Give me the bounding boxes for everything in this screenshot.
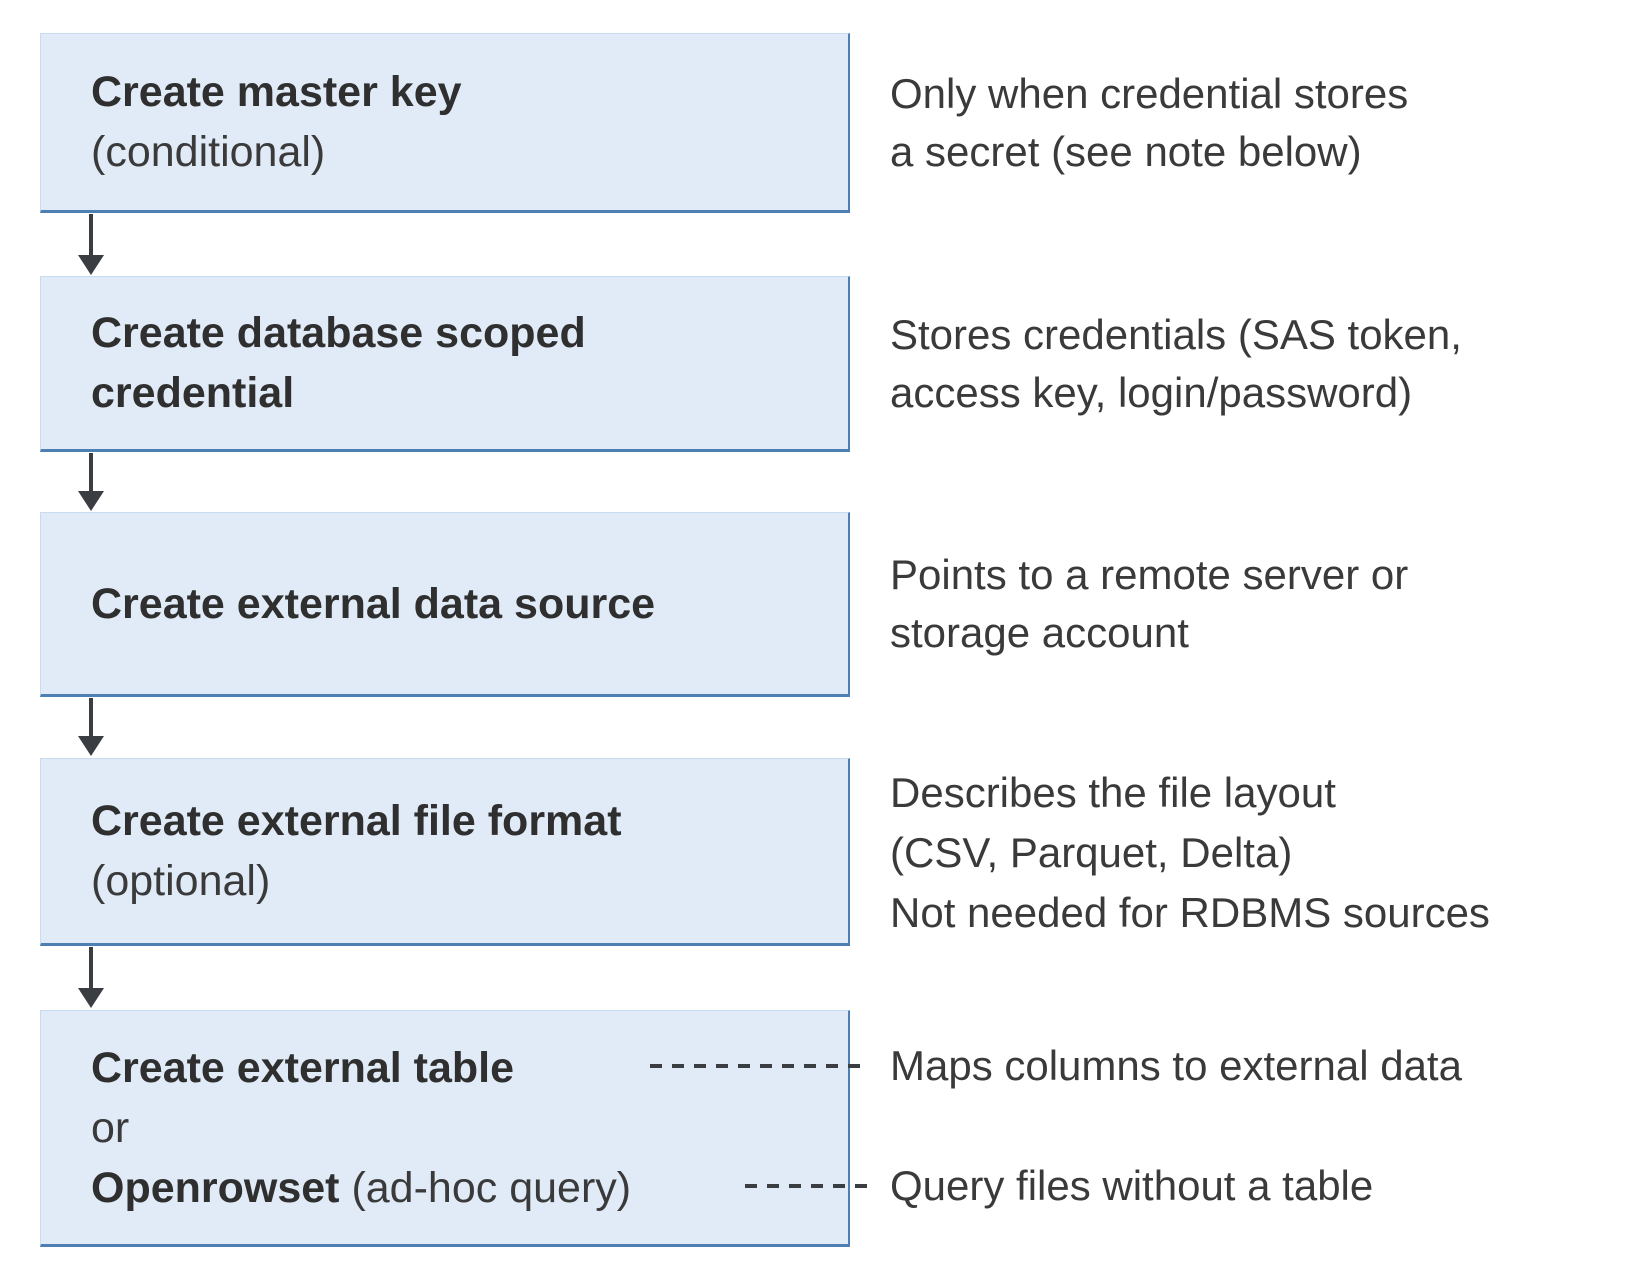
step-title: Create database scoped credential (91, 309, 586, 417)
step-title: Create external data source (91, 579, 656, 628)
dashed-connector-openrowset (745, 1184, 870, 1188)
step-title: Create master key (91, 68, 462, 116)
arrow-shaft (89, 947, 93, 988)
dashed-connector-external-table (650, 1064, 870, 1068)
alt-step-title: Openrowset (91, 1163, 340, 1212)
note-line: a secret (see note below) (890, 128, 1362, 175)
step-title: Create external file format (91, 797, 622, 845)
note-external-table: Maps columns to external data (890, 1037, 1462, 1095)
arrow-shaft (89, 453, 93, 491)
note-external-data-source: Points to a remote server or storage acc… (890, 546, 1408, 662)
note-line: Stores credentials (SAS token, (890, 311, 1462, 358)
note-line: Describes the file layout (890, 769, 1336, 816)
alt-step-note: (ad-hoc query) (351, 1163, 632, 1212)
arrow-down-icon (78, 214, 104, 275)
step-box-text: Create database scoped credential (41, 303, 751, 423)
note-line: Query files without a table (890, 1162, 1374, 1209)
arrow-down-icon (78, 698, 104, 756)
note-line: Not needed for RDBMS sources (890, 889, 1490, 936)
note-master-key: Only when credential stores a secret (se… (890, 65, 1408, 181)
arrow-shaft (89, 214, 93, 255)
step-box-create-external-table-or-openrowset: Create external table or Openrowset (ad-… (40, 1010, 850, 1247)
note-line: storage account (890, 609, 1189, 656)
note-database-scoped-credential: Stores credentials (SAS token, access ke… (890, 306, 1462, 422)
note-line: Only when credential stores (890, 70, 1409, 117)
arrow-down-icon (78, 453, 104, 511)
or-label: or (91, 1103, 130, 1152)
note-external-file-format: Describes the file layout (CSV, Parquet,… (890, 763, 1490, 943)
note-line: (CSV, Parquet, Delta) (890, 829, 1293, 876)
arrow-head (78, 988, 104, 1008)
step-box-text: Create external data source (41, 574, 848, 634)
arrow-head (78, 491, 104, 511)
step-box-create-master-key: Create master key (conditional) (40, 33, 850, 213)
step-box-text: Create master key (conditional) (41, 62, 848, 182)
note-line: Maps columns to external data (890, 1042, 1462, 1089)
step-box-create-external-file-format: Create external file format (optional) (40, 758, 850, 946)
arrow-head (78, 736, 104, 756)
note-line: Points to a remote server or (890, 551, 1409, 598)
arrow-head (78, 255, 104, 275)
step-box-text: Create external file format (optional) (41, 791, 848, 911)
arrow-down-icon (78, 947, 104, 1008)
note-line: access key, login/password) (890, 369, 1413, 416)
step-subtitle: (conditional) (91, 128, 326, 176)
step-box-text: Create external table or Openrowset (ad-… (41, 1038, 848, 1218)
step-box-create-external-data-source: Create external data source (40, 512, 850, 697)
step-subtitle: (optional) (91, 857, 271, 905)
arrow-shaft (89, 698, 93, 736)
step-title: Create external table (91, 1043, 515, 1092)
step-box-create-database-scoped-credential: Create database scoped credential (40, 276, 850, 452)
note-openrowset: Query files without a table (890, 1157, 1373, 1215)
